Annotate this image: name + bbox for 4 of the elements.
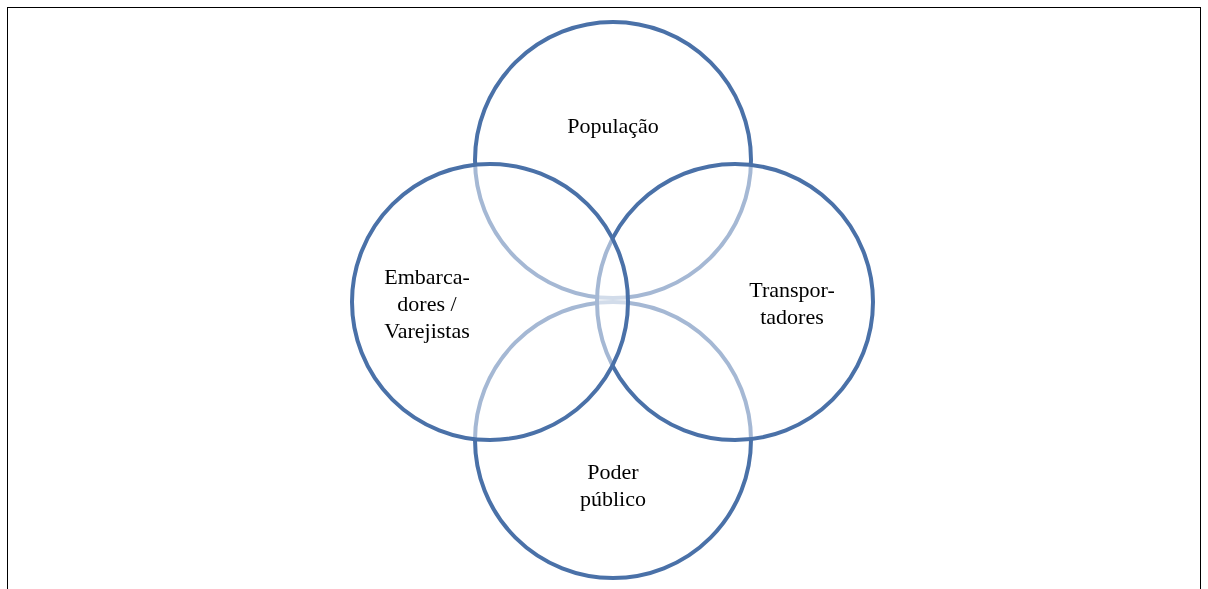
circle-label: Transpor- tadores (748, 276, 836, 330)
circle-label: Poder público (579, 458, 647, 512)
circle-label: População (566, 111, 660, 139)
circle-label: Embarca- dores / Varejistas (383, 262, 471, 344)
